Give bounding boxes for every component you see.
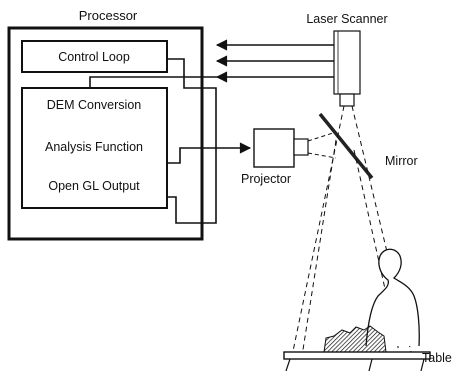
control-loop-label: Control Loop: [58, 50, 130, 64]
projector-label: Projector: [241, 172, 291, 186]
scanner-cone-right: [351, 105, 413, 357]
function-opengl-output: Open GL Output: [48, 179, 140, 193]
return-wire: [167, 77, 217, 224]
projector-beam-lower: [307, 152, 337, 159]
table-leg-right: [420, 358, 425, 371]
internal-feed-wire: [89, 76, 217, 88]
mirror-label: Mirror: [385, 154, 418, 168]
table-leg-mid: [368, 358, 373, 371]
processor-to-projector-arrow: [167, 142, 252, 164]
laser-scanner-label: Laser Scanner: [306, 12, 387, 26]
table-label: Table: [422, 351, 452, 365]
scanner-cone-left: [291, 105, 345, 357]
person-silhouette: [365, 248, 420, 347]
laser-scanner-lens: [339, 93, 355, 107]
internal-loop-wire: [167, 58, 185, 77]
projector-cone-left: [301, 139, 337, 357]
terrain-model: [323, 325, 387, 353]
function-dem-conversion: DEM Conversion: [47, 98, 142, 112]
projector-lens: [293, 138, 309, 156]
projector-body: [253, 128, 295, 168]
processor-title: Processor: [79, 8, 138, 23]
mirror: [318, 112, 374, 180]
function-box: [21, 87, 168, 209]
projector-beam-upper: [307, 131, 337, 142]
table-surface: [283, 351, 431, 360]
processor-box: [7, 26, 204, 241]
table-leg-left: [285, 358, 291, 371]
control-loop-box: [21, 40, 168, 73]
function-analysis: Analysis Function: [45, 140, 143, 154]
